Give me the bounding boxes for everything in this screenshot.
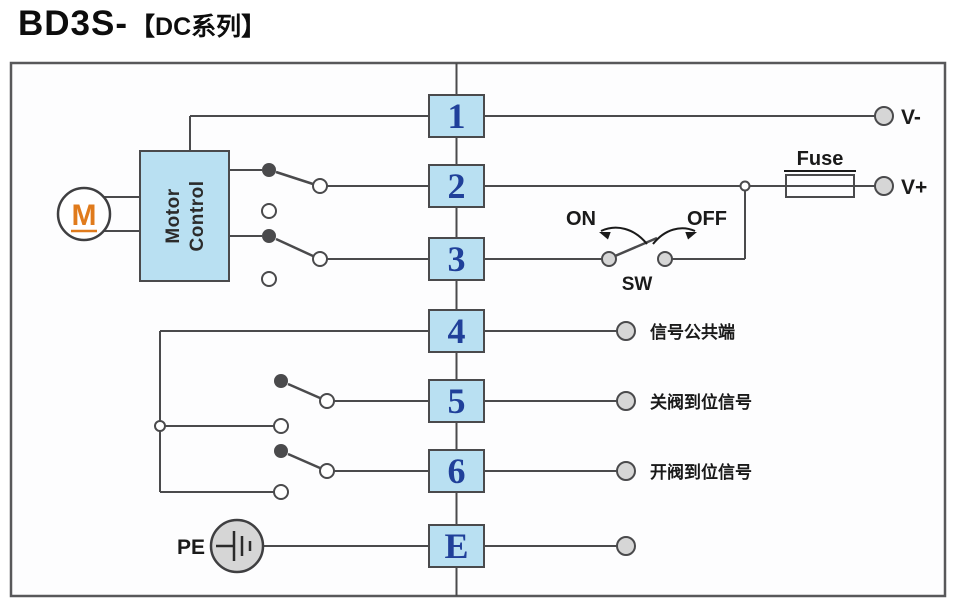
motor-circle	[56, 186, 112, 242]
earth-circle	[209, 518, 265, 574]
model-name: BD3S-	[18, 4, 129, 43]
contact-pole-t5	[319, 393, 335, 409]
on-label: ON	[566, 208, 596, 230]
arm-power-switch	[614, 236, 658, 258]
terminal-label-3: 3	[448, 239, 466, 279]
terminal-label-e: E	[444, 526, 468, 566]
signal-common-label: 信号公共端	[650, 322, 735, 342]
toggle-arrow-left-icon	[599, 232, 611, 240]
terminal-box-3	[428, 237, 485, 281]
connector-open-signal	[616, 461, 636, 481]
fuse-label: Fuse	[797, 148, 844, 170]
connector-signal-common	[616, 321, 636, 341]
contacts	[154, 163, 751, 500]
contact-pole-t3	[312, 251, 328, 267]
contact-open-1	[261, 203, 277, 219]
toggle-arc-right	[652, 227, 696, 245]
terminal-label-2: 2	[448, 166, 466, 206]
terminal-label-4: 4	[448, 311, 466, 351]
open-signal-label: 开阀到位信号	[650, 462, 752, 482]
v-minus-label: V-	[901, 106, 921, 129]
pe-ground: PE	[177, 518, 265, 574]
earth-icon	[216, 531, 252, 561]
terminal-box-1	[428, 94, 485, 138]
connector-close-signal	[616, 391, 636, 411]
connectors	[616, 106, 894, 556]
motor-control-box: Motor Control	[139, 150, 230, 282]
contact-pole-t6	[319, 463, 335, 479]
toggle-arc-left	[600, 226, 648, 245]
fuse-body	[785, 174, 855, 198]
contact-pole-t2	[312, 178, 328, 194]
terminal-box-e	[428, 524, 485, 568]
v-plus-label: V+	[901, 176, 927, 199]
contact-open-5	[273, 418, 289, 434]
pe-label: PE	[177, 536, 205, 559]
sw-contact-left	[601, 251, 617, 267]
terminal-label-1: 1	[448, 96, 466, 136]
motor-symbol: M	[56, 186, 112, 242]
terminal-blocks: 1 2 3 4 5 6 E	[428, 94, 485, 568]
switch-arms	[275, 170, 658, 470]
arm-limit-switch-close	[287, 382, 321, 400]
contact-filled-5	[274, 374, 288, 388]
terminal-box-4	[428, 309, 485, 353]
terminal-box-5	[428, 379, 485, 423]
arm-motor-switch-2	[275, 237, 314, 258]
terminal-label-6: 6	[448, 451, 466, 491]
motor-control-rect	[139, 150, 230, 282]
terminal-box-6	[428, 449, 485, 493]
fuse-symbol: Fuse	[784, 148, 856, 198]
wiring	[103, 115, 875, 547]
sw-label: SW	[622, 274, 653, 295]
series-name: 【DC系列】	[130, 13, 267, 41]
contact-filled-1	[262, 163, 276, 177]
off-label: OFF	[687, 208, 727, 230]
motor-control-label-line1: Motor	[163, 188, 184, 243]
contact-filled-2	[262, 229, 276, 243]
toggle-arrow-right-icon	[685, 232, 697, 240]
contact-open-6	[273, 484, 289, 500]
terminal-label-5: 5	[448, 381, 466, 421]
arm-motor-switch-1	[275, 170, 314, 186]
motor-m-label: M	[72, 199, 97, 232]
contact-filled-6	[274, 444, 288, 458]
connector-v-minus	[874, 106, 894, 126]
motor-control-label-line2: Control	[187, 180, 208, 251]
close-signal-label: 关阀到位信号	[650, 392, 752, 412]
contact-open-2	[261, 271, 277, 287]
connector-labels: V- V+ 信号公共端 关阀到位信号 开阀到位信号	[650, 106, 927, 482]
connector-earth	[616, 536, 636, 556]
junction-common	[154, 420, 166, 432]
page-title: BD3S- 【DC系列】	[18, 4, 266, 44]
terminal-box-2	[428, 164, 485, 208]
connector-v-plus	[874, 176, 894, 196]
junction-vplus	[739, 180, 751, 192]
sw-contact-right	[657, 251, 673, 267]
arm-limit-switch-open	[287, 452, 321, 470]
power-switch-annotation: ON OFF SW	[566, 208, 727, 295]
